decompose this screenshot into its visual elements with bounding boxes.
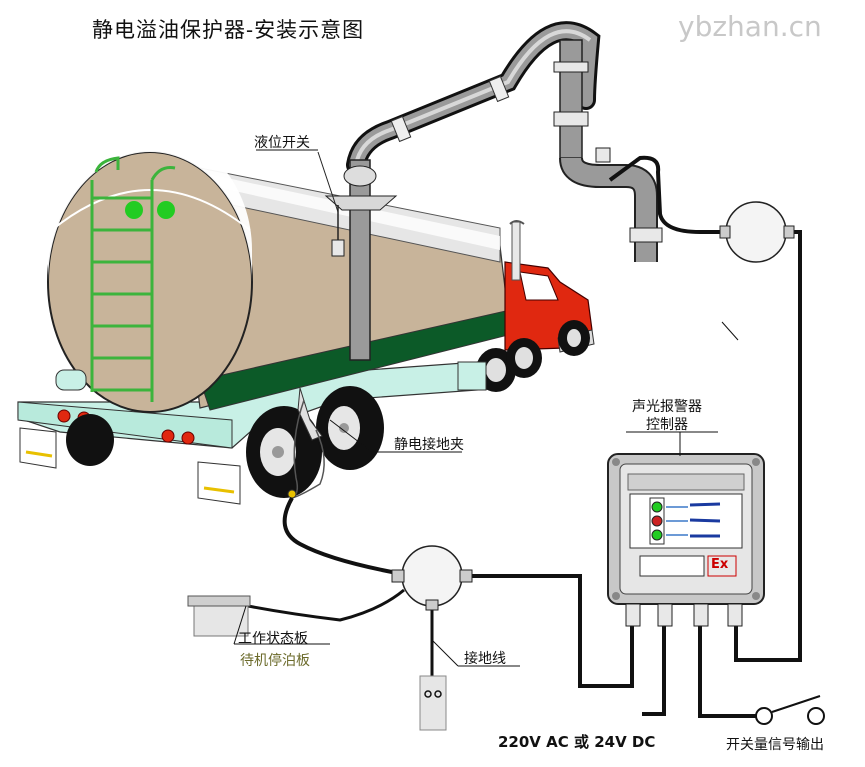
tank-flange: [324, 195, 398, 211]
tank-ladder: [90, 156, 176, 402]
wheel: [66, 414, 114, 466]
diagram-title: 静电溢油保护器-安装示意图: [92, 18, 365, 42]
watermark: ybzhan.cn: [678, 10, 822, 43]
signal-cable: [608, 155, 730, 234]
power-cable: [642, 622, 666, 716]
controller-indicator-green: [651, 501, 663, 513]
dip-pipe: [349, 159, 371, 361]
tail-light: [161, 429, 175, 443]
switch-cable: [698, 622, 756, 718]
wheel: [316, 386, 384, 470]
ex-mark: Ex: [711, 557, 729, 572]
switch-contact: [755, 707, 773, 725]
controller-cable: [466, 574, 634, 688]
junction-box: [401, 545, 463, 607]
junction-box: [725, 201, 787, 263]
tank-indicator: [157, 201, 175, 219]
tail-light: [57, 409, 71, 423]
label-standby-parking-board: 待机停泊板: [240, 653, 310, 669]
ground-cable: [282, 497, 393, 574]
status-board-cable: [247, 588, 405, 622]
switch-lever: [771, 695, 821, 713]
cab-window: [519, 271, 559, 301]
label-level-switch: 液位开关: [254, 135, 310, 151]
label-power-supply: 220V AC 或 24V DC: [498, 733, 656, 751]
label-alarm-controller-1: 声光报警器: [632, 399, 702, 415]
controller-indicator-red: [651, 515, 663, 527]
switch-contact: [807, 707, 825, 725]
label-ground-wire: 接地线: [464, 651, 506, 667]
controller-display: [639, 555, 705, 577]
ground-plate: [419, 675, 447, 731]
mud-flap: [197, 461, 241, 505]
wheel: [506, 338, 542, 378]
drop-pipe: [559, 39, 583, 159]
alarm-controller: [607, 453, 765, 627]
tail-light: [181, 431, 195, 445]
tank-indicator: [125, 201, 143, 219]
wheel: [246, 406, 322, 498]
controller-indicator-green: [651, 529, 663, 541]
ex-badge: [707, 555, 737, 577]
wheel: [558, 320, 590, 356]
label-static-clamp: 静电接地夹: [394, 437, 464, 453]
level-switch-probe: [331, 239, 345, 257]
exhaust-stack: [511, 221, 521, 281]
label-alarm-controller-2: 控制器: [646, 417, 688, 433]
trailer-rear-bumper: [17, 401, 233, 449]
label-work-status-board: 工作状态板: [238, 631, 308, 647]
mud-flap: [19, 427, 57, 469]
label-switch-signal-output: 开关量信号输出: [726, 737, 824, 753]
